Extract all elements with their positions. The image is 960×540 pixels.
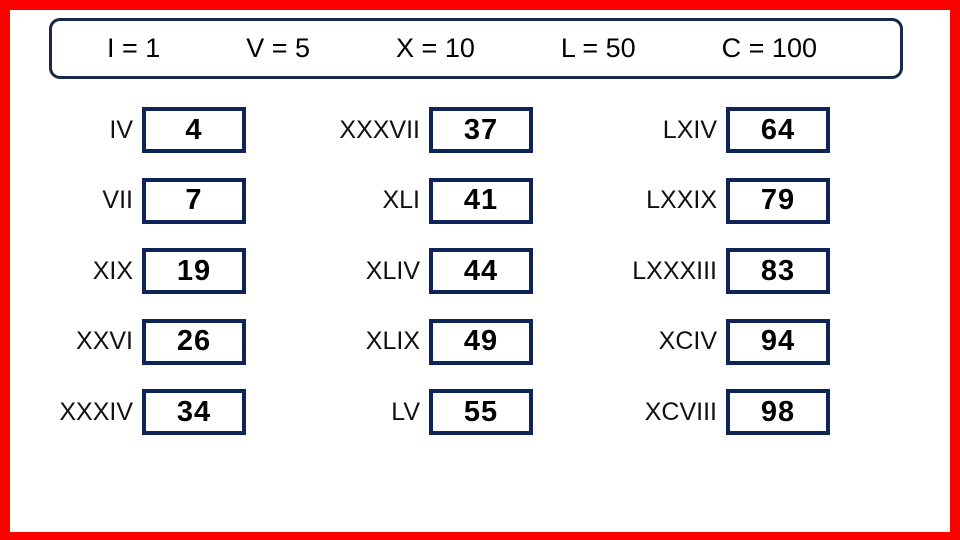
roman-numeral-label: XCIV [658, 327, 717, 355]
answer-value: 83 [760, 254, 796, 287]
conversion-row: LXXIX 79 [550, 177, 830, 224]
legend-item: L = 50 [560, 33, 636, 63]
conversion-column-1: IV 4 VII 7 XIX 19 XXVI 26 XXXIV 34 [10, 107, 246, 460]
answer-box: 98 [726, 389, 830, 435]
answer-box: 19 [142, 248, 246, 294]
conversion-row: XCVIII 98 [550, 389, 830, 435]
roman-numeral-label: IV [109, 115, 133, 144]
legend-item: X = 10 [396, 33, 475, 63]
answer-value: 49 [463, 325, 499, 357]
legend-item: V = 5 [246, 33, 311, 63]
conversion-row: XXXVII 37 [260, 107, 533, 153]
answer-box: 44 [429, 248, 533, 294]
roman-numeral-label: VII [102, 186, 133, 214]
legend-item: C = 100 [721, 33, 817, 63]
legend-box: I = 1 V = 5 X = 10 L = 50 C = 100 [49, 18, 903, 79]
conversion-row: XCIV 94 [550, 318, 830, 365]
answer-box: 37 [429, 107, 533, 153]
answer-value: 7 [185, 184, 203, 216]
roman-numeral-label: XXVI [76, 327, 133, 355]
answer-box: 7 [142, 177, 246, 224]
roman-numeral-label: XIX [92, 256, 133, 285]
answer-value: 37 [463, 113, 499, 146]
conversion-row: XLI 41 [260, 177, 533, 224]
answer-value: 55 [463, 395, 499, 428]
legend-item: I = 1 [106, 33, 161, 63]
answer-value: 64 [760, 113, 796, 146]
answer-box: 41 [429, 177, 533, 224]
roman-numeral-label: LXIV [662, 115, 717, 144]
answer-box: 94 [726, 318, 830, 365]
roman-numeral-label: XXXIV [59, 397, 133, 426]
conversion-row: XXXIV 34 [10, 389, 246, 435]
answer-value: 44 [463, 254, 499, 287]
answer-box: 83 [726, 248, 830, 294]
roman-numeral-label: LV [391, 397, 420, 426]
conversion-column-3: LXIV 64 LXXIX 79 LXXXIII 83 XCIV 94 XCVI… [550, 107, 830, 460]
answer-value: 94 [760, 325, 796, 357]
conversion-column-2: XXXVII 37 XLI 41 XLIV 44 XLIX 49 LV 55 [260, 107, 533, 460]
roman-numeral-label: LXXXIII [632, 256, 717, 285]
conversion-row: XXVI 26 [10, 318, 246, 365]
answer-box: 4 [142, 107, 246, 153]
answer-value: 19 [176, 254, 212, 287]
answer-value: 4 [185, 113, 203, 146]
conversion-row: LXIV 64 [550, 107, 830, 153]
roman-numeral-label: LXXIX [646, 186, 717, 214]
answer-box: 79 [726, 177, 830, 224]
conversion-row: XIX 19 [10, 248, 246, 294]
roman-numeral-label: XCVIII [644, 397, 717, 426]
answer-value: 98 [760, 395, 796, 428]
answer-box: 49 [429, 318, 533, 365]
conversion-row: VII 7 [10, 177, 246, 224]
roman-numeral-label: XLI [382, 186, 420, 214]
roman-numeral-label: XLIX [365, 327, 420, 355]
answer-value: 26 [176, 325, 212, 357]
answer-value: 34 [176, 395, 212, 428]
conversion-row: LXXXIII 83 [550, 248, 830, 294]
conversion-row: XLIV 44 [260, 248, 533, 294]
answer-box: 34 [142, 389, 246, 435]
roman-numeral-label: XXXVII [339, 115, 420, 144]
conversion-row: LV 55 [260, 389, 533, 435]
roman-numeral-label: XLIV [365, 256, 420, 285]
answer-box: 64 [726, 107, 830, 153]
conversion-row: IV 4 [10, 107, 246, 153]
answer-box: 55 [429, 389, 533, 435]
answer-box: 26 [142, 318, 246, 365]
conversion-row: XLIX 49 [260, 318, 533, 365]
answer-value: 41 [463, 184, 499, 216]
answer-value: 79 [760, 184, 796, 216]
